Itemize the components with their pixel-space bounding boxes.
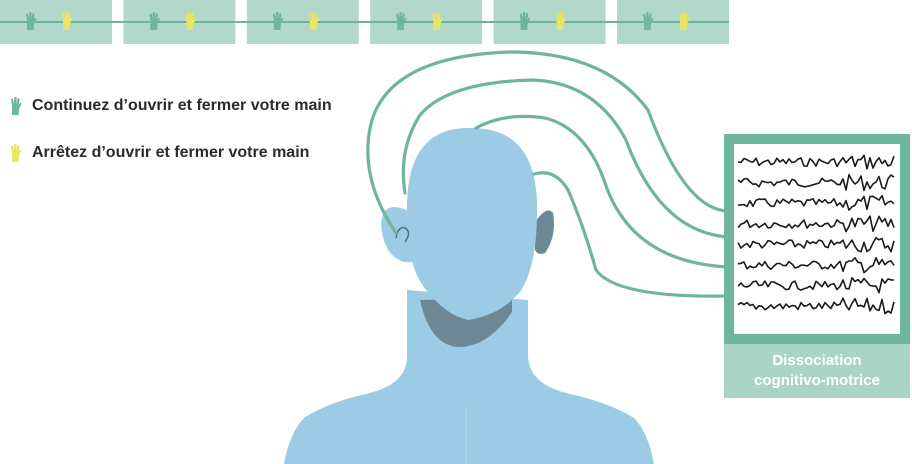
monitor-screen [734, 144, 900, 334]
eeg-traces [737, 154, 895, 315]
monitor-label: Dissociation cognitivo-motrice [724, 344, 910, 398]
eeg-trace [737, 257, 895, 274]
hand-stop-icon [10, 143, 22, 163]
monitor-label-line1: Dissociation [772, 352, 862, 369]
eeg-trace [737, 173, 895, 192]
eeg-trace [737, 215, 895, 233]
timeline [0, 0, 729, 44]
shoulders [284, 290, 654, 464]
eeg-trace [737, 297, 895, 315]
legend-stop-label: Arrêtez d’ouvrir et fermer votre main [32, 144, 310, 161]
hand-continue-icon [10, 96, 22, 116]
wire-4 [532, 171, 730, 298]
wire-3 [474, 114, 730, 269]
electrode-wires [366, 50, 730, 298]
back-ear [535, 210, 554, 254]
ear-detail [395, 227, 410, 243]
wire-2 [401, 78, 730, 239]
eeg-trace [737, 237, 895, 253]
eeg-monitor [724, 134, 910, 344]
eeg-trace [737, 154, 895, 170]
head-silhouette [284, 127, 654, 464]
legend-item-continue: Continuez d’ouvrir et fermer votre main [10, 96, 332, 116]
face [406, 127, 538, 320]
wire-1 [366, 50, 730, 235]
legend-item-stop: Arrêtez d’ouvrir et fermer votre main [10, 143, 309, 163]
legend-continue-label: Continuez d’ouvrir et fermer votre main [32, 97, 332, 114]
eeg-trace [737, 277, 895, 294]
eeg-trace [737, 194, 895, 211]
monitor-label-line2: cognitivo-motrice [754, 372, 880, 389]
